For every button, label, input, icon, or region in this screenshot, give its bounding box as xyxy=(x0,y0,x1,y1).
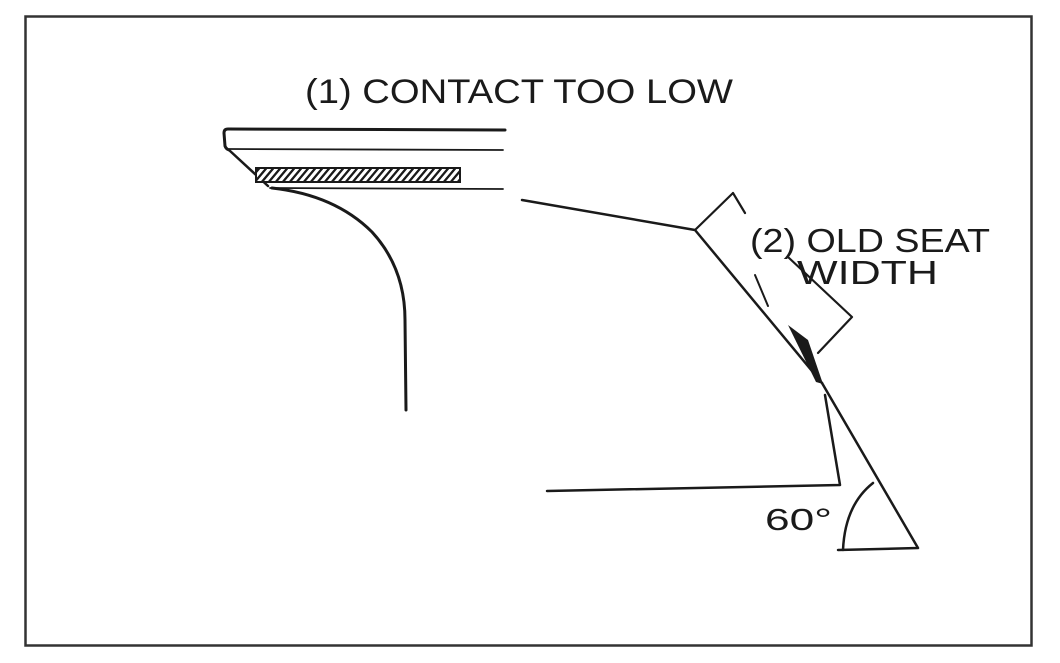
old-seat-contact-fill xyxy=(788,325,823,384)
label-angle-60: 60° xyxy=(765,502,832,537)
label-old-seat-width-line1: (2) OLD SEAT xyxy=(750,222,990,259)
angle-arc xyxy=(841,481,875,552)
contact-hatch-band xyxy=(255,167,461,183)
seat-width-dimension xyxy=(693,191,854,355)
diagram-frame xyxy=(24,15,1033,647)
valve-seat xyxy=(520,191,920,552)
valve-head xyxy=(222,127,507,412)
label-old-seat-width-line2: WIDTH xyxy=(797,254,938,291)
label-contact-too-low: (1) CONTACT TOO LOW xyxy=(305,73,733,111)
